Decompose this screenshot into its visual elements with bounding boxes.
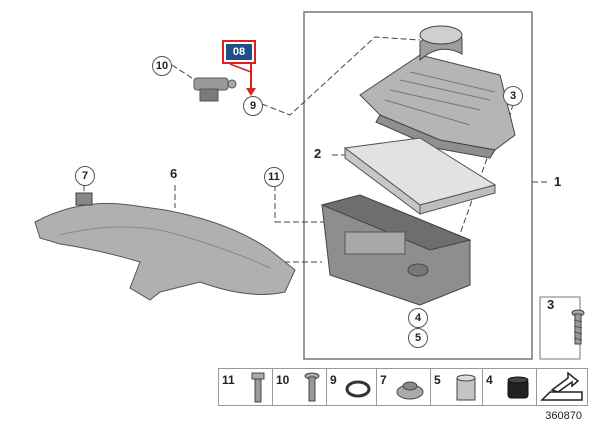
part-number: 5: [434, 373, 448, 387]
label-6[interactable]: 6: [166, 166, 190, 181]
part-cell-5[interactable]: 5: [430, 368, 483, 406]
red-arrowhead: [246, 88, 256, 96]
callout-10[interactable]: 10: [152, 56, 178, 82]
grommet-icon: [396, 381, 424, 400]
callout-3[interactable]: 3: [503, 86, 529, 112]
callout-4[interactable]: 4: [408, 308, 434, 334]
o-ring-icon: [345, 380, 371, 398]
highlight-08-badge[interactable]: 08: [222, 40, 256, 64]
callout-5[interactable]: 5: [408, 328, 434, 354]
red-leader: [229, 63, 252, 73]
part-number: 9: [330, 373, 344, 387]
arrow-tile[interactable]: [536, 368, 588, 406]
side-panel-label-3[interactable]: 3: [543, 297, 567, 312]
part-number: 11: [222, 373, 242, 387]
rubber-mount-icon: [507, 376, 529, 399]
label-1[interactable]: 1: [550, 174, 574, 189]
part-cell-10[interactable]: 10: [272, 368, 327, 406]
reference-number: 360870: [545, 410, 582, 422]
part-cell-7[interactable]: 7: [376, 368, 431, 406]
callout-11[interactable]: 11: [264, 167, 290, 193]
filter-element-drawing: [343, 137, 497, 215]
air-mass-sensor-drawing: [193, 77, 237, 102]
part-number: 4: [486, 373, 500, 387]
screw-icon: [304, 372, 320, 402]
housing-cover-drawing: [359, 25, 516, 159]
part-number: 10: [276, 373, 297, 387]
bushing-icon: [456, 374, 476, 401]
part-cell-11[interactable]: 11: [218, 368, 273, 406]
intake-duct-drawing: [34, 192, 296, 301]
callout-9[interactable]: 9: [243, 96, 269, 122]
label-2[interactable]: 2: [310, 146, 334, 161]
part-cell-9[interactable]: 9: [326, 368, 377, 406]
part-cell-4[interactable]: 4: [482, 368, 537, 406]
highlight-08-label: 08: [226, 44, 252, 60]
callout-7[interactable]: 7: [75, 166, 101, 192]
screw-3-drawing: [571, 309, 585, 345]
housing-lower-drawing: [320, 194, 472, 306]
assembly-frame: [303, 11, 533, 360]
part-number: 7: [380, 373, 394, 387]
bolt-icon: [251, 372, 265, 403]
arrow-tile-icon: [540, 371, 583, 401]
